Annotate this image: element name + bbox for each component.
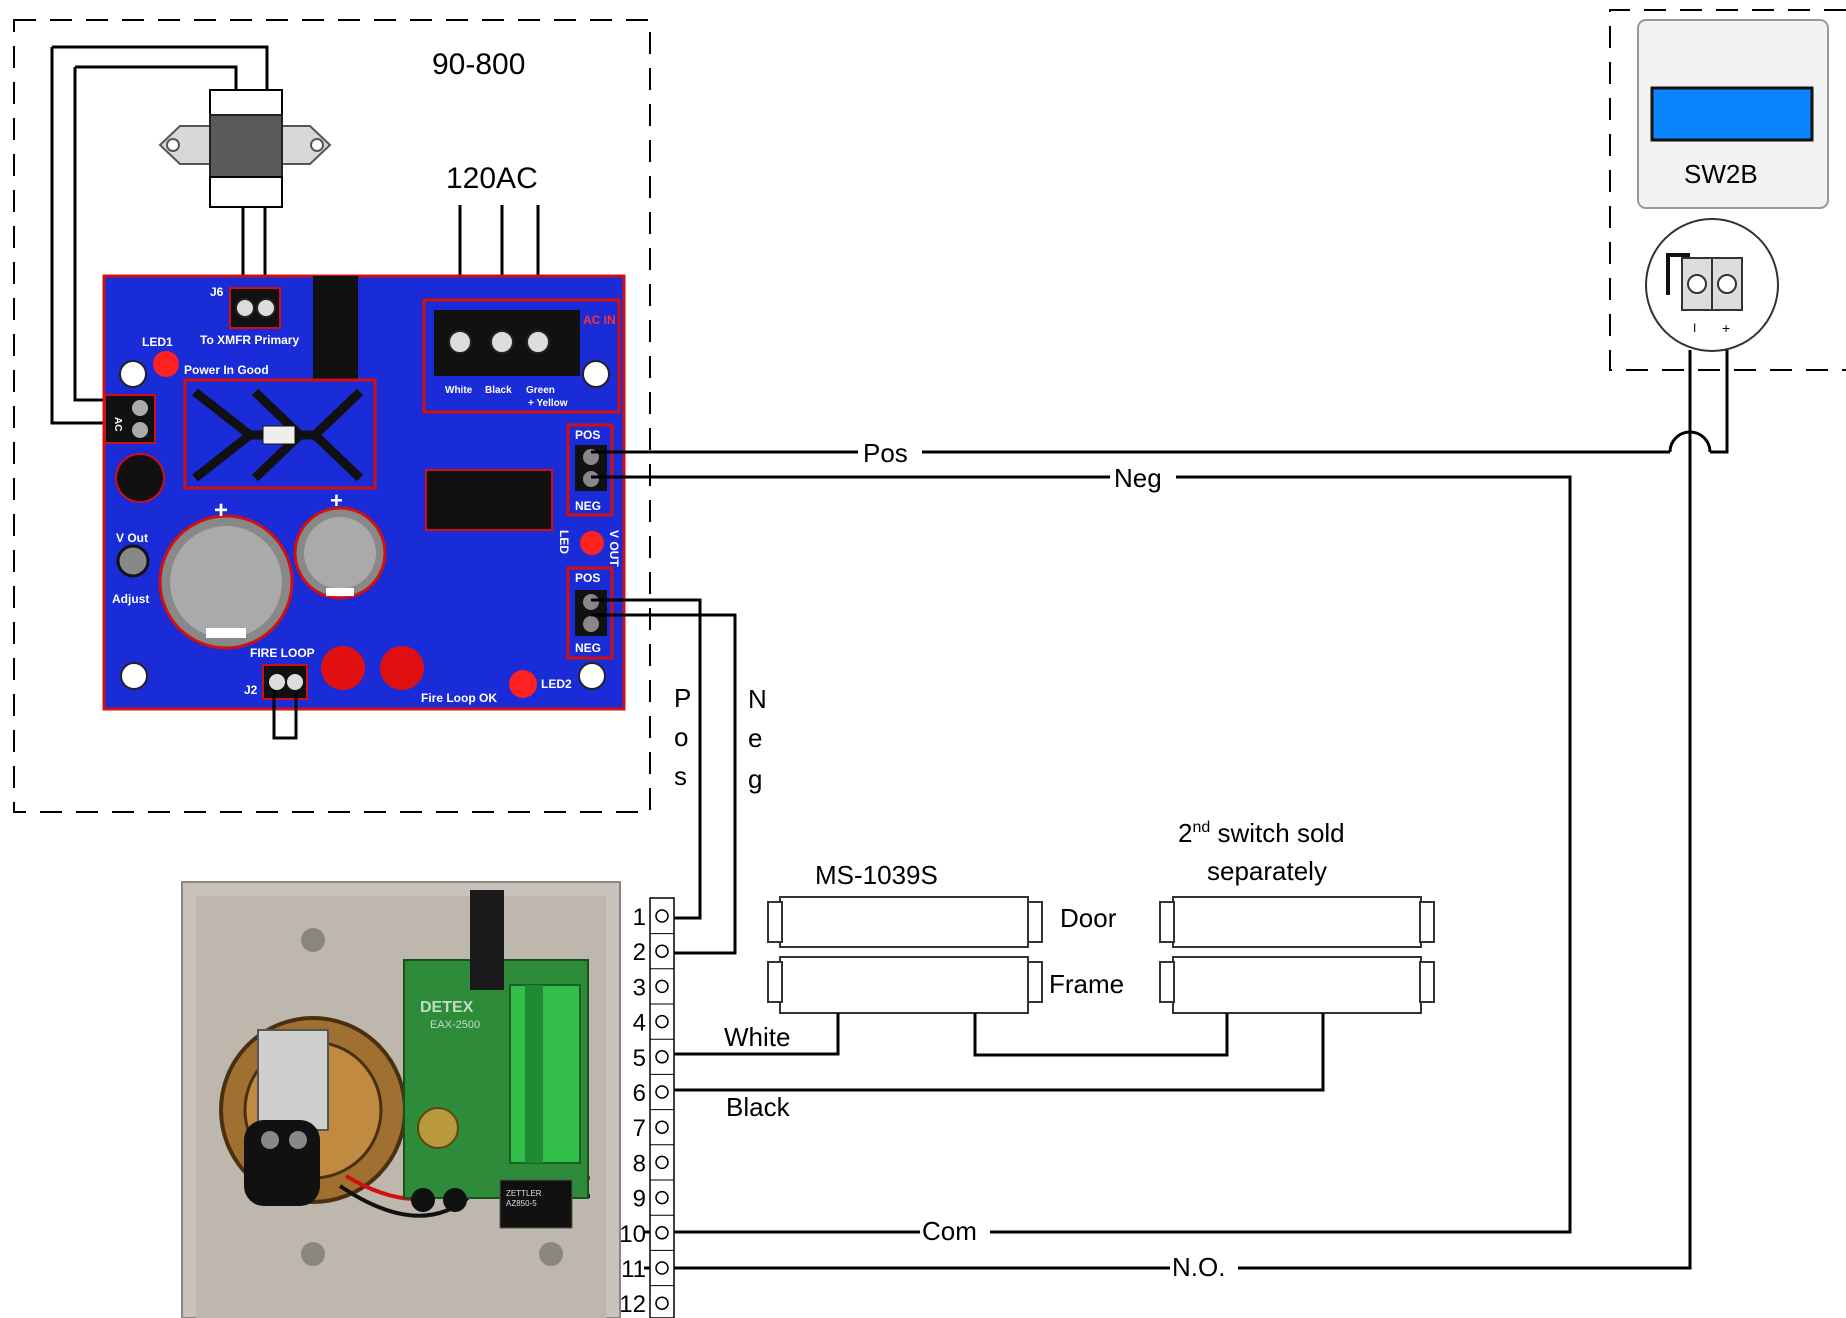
alarm-brand: DETEX bbox=[420, 999, 474, 1016]
terminal-screw-12 bbox=[655, 1296, 669, 1310]
ac-input-label: 120AC bbox=[446, 162, 538, 195]
second-switch-note: 2nd switch sold bbox=[1178, 818, 1345, 848]
terminal-screw-4 bbox=[655, 1014, 669, 1029]
terminal-screw-3 bbox=[655, 979, 669, 994]
relay-brand: ZETTLER bbox=[506, 1189, 542, 1198]
no-wire-label: N.O. bbox=[1172, 1252, 1225, 1282]
fire-loop-jumper bbox=[272, 690, 298, 740]
door-label: Door bbox=[1060, 903, 1117, 933]
com-wire-label: Com bbox=[922, 1216, 977, 1246]
capacitor-large: + bbox=[158, 497, 294, 650]
secondary-label: AC bbox=[112, 417, 123, 431]
svg-text:P: P bbox=[674, 683, 691, 713]
svg-text:+: + bbox=[214, 497, 228, 524]
power-good-label: Power In Good bbox=[184, 363, 269, 377]
j6-label: J6 bbox=[210, 285, 224, 299]
neg-vertical-label: N e g bbox=[748, 684, 767, 794]
out2-pos-label: POS bbox=[575, 571, 600, 585]
terminal-number-11: 11 bbox=[621, 1256, 646, 1283]
svg-text:+: + bbox=[330, 488, 343, 513]
door-contacts: MS-1039S Door Frame 2nd switch sold sepa… bbox=[767, 818, 1435, 1014]
terminal-screw-10 bbox=[655, 1226, 669, 1240]
ac-terminal-black: Black bbox=[485, 385, 512, 396]
svg-text:o: o bbox=[674, 722, 688, 752]
power-supply-board: J6 To XMFR Primary LED1 Power In Good AC… bbox=[102, 274, 626, 711]
ac-terminal-green: Green bbox=[526, 385, 555, 396]
svg-text:N: N bbox=[748, 684, 767, 714]
led-label: LED bbox=[557, 530, 571, 554]
sw2b-terminal-plus: + bbox=[1722, 320, 1730, 336]
switch-enclosure bbox=[1609, 9, 1846, 371]
terminal-number-9: 9 bbox=[633, 1186, 646, 1213]
neg-wire-label: Neg bbox=[1114, 463, 1162, 493]
alarm-terminal-strip bbox=[509, 984, 581, 1164]
led1 bbox=[153, 351, 179, 377]
terminal-number-4: 4 bbox=[633, 1010, 646, 1037]
terminal-number-8: 8 bbox=[633, 1150, 646, 1177]
sw2b-terminal-i: I bbox=[1693, 321, 1696, 335]
fire-loop-ok-label: Fire Loop OK bbox=[421, 691, 497, 705]
frame-label: Frame bbox=[1049, 969, 1124, 999]
vout-led bbox=[580, 531, 604, 555]
vout-label: V OUT bbox=[607, 530, 621, 567]
led2 bbox=[509, 670, 537, 698]
pos-vertical-label: P o s bbox=[674, 683, 691, 791]
power-supply-model: 90-800 bbox=[432, 48, 525, 81]
svg-text:e: e bbox=[748, 723, 762, 753]
terminal-screw-6 bbox=[655, 1085, 669, 1099]
alarm-model: EAX-2500 bbox=[430, 1019, 480, 1031]
power-output-wires bbox=[591, 350, 1729, 1270]
vout-adjust-top: V Out bbox=[116, 531, 148, 545]
white-wire-label: White bbox=[724, 1022, 790, 1052]
out1-pos-label: POS bbox=[575, 428, 600, 442]
terminal-screw-8 bbox=[655, 1155, 669, 1170]
fire-loop-label: FIRE LOOP bbox=[250, 646, 315, 660]
terminal-screw-1 bbox=[655, 909, 669, 923]
terminal-screw-5 bbox=[655, 1050, 669, 1064]
svg-text:g: g bbox=[748, 764, 762, 794]
led1-label: LED1 bbox=[142, 335, 173, 349]
ac-in-label: AC IN bbox=[583, 313, 616, 327]
power-supply-enclosure bbox=[13, 19, 651, 813]
out2-neg-label: NEG bbox=[575, 641, 601, 655]
terminal-screw-7 bbox=[655, 1120, 669, 1134]
terminal-number-7: 7 bbox=[633, 1115, 646, 1142]
second-switch-note-2: separately bbox=[1207, 856, 1327, 886]
alarm-unit: DETEX EAX-2500 ZETTLER AZ850-5 bbox=[181, 881, 621, 1318]
sw2b-switch: SW2B I + bbox=[1637, 19, 1829, 352]
led2-label: LED2 bbox=[541, 677, 572, 691]
terminal-screw-11 bbox=[655, 1261, 669, 1275]
contact-wires bbox=[662, 1013, 1325, 1092]
terminal-screw-9 bbox=[655, 1190, 669, 1205]
terminal-number-1: 1 bbox=[633, 904, 646, 931]
sw2b-button bbox=[1650, 86, 1814, 142]
terminal-number-12: 12 bbox=[619, 1291, 646, 1318]
out1-neg-label: NEG bbox=[575, 499, 601, 513]
relay-model: AZ850-5 bbox=[506, 1199, 537, 1208]
capacitor-small: + bbox=[293, 488, 387, 600]
terminal-number-10: 10 bbox=[619, 1221, 646, 1248]
sw2b-model: SW2B bbox=[1684, 159, 1758, 189]
ac-terminal-white: White bbox=[445, 385, 473, 396]
ac-terminal-note: + Yellow bbox=[528, 398, 568, 409]
j2-label: J2 bbox=[244, 683, 258, 697]
j6-caption: To XMFR Primary bbox=[200, 333, 299, 347]
svg-text:s: s bbox=[674, 761, 687, 791]
terminal-number-5: 5 bbox=[633, 1045, 646, 1072]
pos-wire-label: Pos bbox=[863, 438, 908, 468]
vout-adjust-bottom: Adjust bbox=[112, 592, 149, 606]
terminal-number-6: 6 bbox=[633, 1080, 646, 1107]
transformer bbox=[50, 45, 332, 425]
terminal-number-3: 3 bbox=[633, 974, 646, 1001]
terminal-screw-2 bbox=[655, 944, 669, 958]
black-wire-label: Black bbox=[726, 1092, 791, 1122]
secondary-terminal bbox=[104, 394, 156, 444]
door-contact-model: MS-1039S bbox=[815, 860, 938, 890]
terminal-number-2: 2 bbox=[633, 939, 646, 966]
